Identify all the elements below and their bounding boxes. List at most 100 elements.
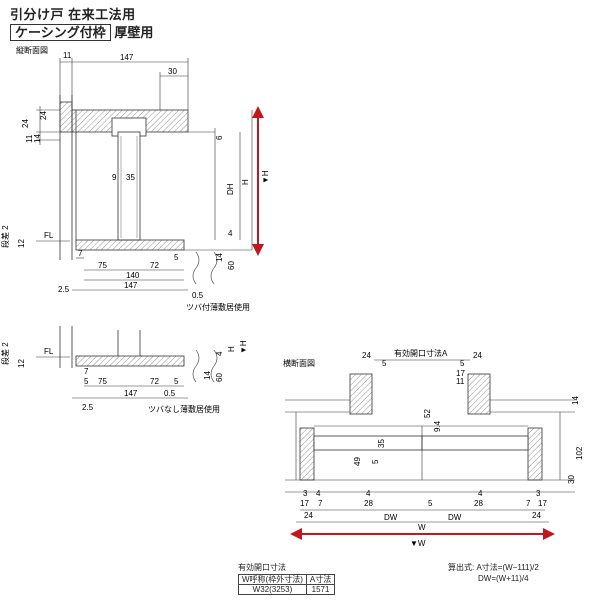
middle-walls xyxy=(59,326,141,368)
dim-30-top: 30 xyxy=(168,67,177,76)
plan-17a: 17 xyxy=(456,369,465,378)
mid-H: H xyxy=(227,346,236,352)
right-door-leaf xyxy=(421,435,529,451)
plan-30: 30 xyxy=(567,475,576,484)
opening-table: W呼称(枠外寸法) A寸法 W32(3253) 1571 xyxy=(238,574,336,595)
mid-step: 段差 2 xyxy=(0,342,10,365)
plan-24c: 24 xyxy=(304,511,313,520)
mid-7: 7 xyxy=(84,367,89,376)
mid-fl: FL xyxy=(44,347,54,356)
plan-5b: 5 xyxy=(460,359,465,368)
dim-35: 35 xyxy=(126,173,135,182)
mid-147: 147 xyxy=(124,389,138,398)
plan-9-4: 9.4 xyxy=(433,420,442,432)
plan-35: 35 xyxy=(377,439,386,448)
opening-label: 有効開口寸法A xyxy=(394,348,448,358)
dim-11-top: 11 xyxy=(63,51,72,60)
right-pocket xyxy=(527,427,543,481)
table-title: 有効開口寸法 xyxy=(238,563,286,572)
mid-H-mark: ▼H xyxy=(239,340,248,354)
dim-7: 7 xyxy=(78,249,83,258)
formula-line2: DW=(W+11)/4 xyxy=(478,574,529,583)
plan-4c: 4 xyxy=(478,489,483,498)
formula-block: 算出式: A寸法=(W−111)/2 DW=(W+11)/4 xyxy=(448,562,539,584)
title-boxed: ケーシング付枠 xyxy=(10,24,111,41)
table-cell-a: 1571 xyxy=(305,584,336,595)
plan-28b: 28 xyxy=(474,499,483,508)
dim-24a: 24 xyxy=(21,119,30,128)
mid-60: 60 xyxy=(215,373,224,382)
with-sill-label: ツバ付薄敷居使用 xyxy=(186,302,250,312)
plan-W-mark: ▼W xyxy=(410,539,426,548)
fl-label: FL xyxy=(44,231,54,240)
mid-2-5: 2.5 xyxy=(82,403,94,412)
dim-12: 12 xyxy=(17,239,26,248)
plan-3b: 3 xyxy=(536,489,541,498)
formula-line1: 算出式: A寸法=(W−111)/2 xyxy=(448,563,539,572)
plan-17b: 17 xyxy=(300,499,309,508)
mid-12: 12 xyxy=(17,359,26,368)
dim-147b: 147 xyxy=(124,281,138,290)
plan-28a: 28 xyxy=(364,499,373,508)
casing-top xyxy=(59,101,73,133)
left-jamb xyxy=(349,373,373,415)
left-dims-top xyxy=(36,106,60,145)
plan-DW1: DW xyxy=(384,513,398,522)
plan-7b: 7 xyxy=(526,499,531,508)
dim-11b: 11 xyxy=(25,134,34,143)
bottom-dims-top xyxy=(72,257,188,291)
dim-H-mark: ▼H xyxy=(261,170,270,184)
plan-102: 102 xyxy=(575,446,584,460)
dim-60: 60 xyxy=(227,261,236,270)
plan-24b: 24 xyxy=(473,351,482,360)
dim-140: 140 xyxy=(126,271,140,280)
dim-5: 5 xyxy=(174,253,179,262)
mid-5a: 5 xyxy=(84,377,89,386)
without-sill-label: ツバなし薄敷居使用 xyxy=(148,404,220,414)
dim-2-5: 2.5 xyxy=(58,285,70,294)
left-pocket xyxy=(299,427,315,481)
sill-with-flange xyxy=(75,239,185,251)
plan-4b: 4 xyxy=(366,489,371,498)
table-header-w: W呼称(枠外寸法) xyxy=(238,574,307,585)
top-dim-lines xyxy=(59,58,189,110)
dim-H: H xyxy=(241,179,250,185)
plan-dim-lines xyxy=(296,509,549,523)
table-header-a: A寸法 xyxy=(305,574,336,585)
plan-14: 14 xyxy=(571,396,580,405)
plan-3a: 3 xyxy=(303,489,308,498)
dim-14b: 14 xyxy=(215,253,224,262)
dim-24b: 24 xyxy=(39,111,48,120)
plan-4a: 4 xyxy=(316,489,321,498)
mid-5b: 5 xyxy=(174,377,179,386)
mid-4: 4 xyxy=(215,351,224,356)
horizontal-section-label: 横断面図 xyxy=(283,358,315,368)
plan-wall xyxy=(285,399,575,493)
mid-0-5: 0.5 xyxy=(164,389,176,398)
plan-5d: 5 xyxy=(428,499,433,508)
plan-11: 11 xyxy=(456,377,465,386)
plan-24d: 24 xyxy=(532,511,541,520)
dim-DH: DH xyxy=(226,183,235,195)
mid-72: 72 xyxy=(150,377,159,386)
door-panel xyxy=(117,131,141,241)
table-row: W32(3253) 1571 xyxy=(238,584,336,595)
plan-W: W xyxy=(418,523,426,532)
right-jamb xyxy=(467,373,491,415)
plan-7a: 7 xyxy=(318,499,323,508)
dim-0-5: 0.5 xyxy=(192,291,204,300)
title-rest: 厚壁用 xyxy=(114,25,154,40)
left-door-leaf xyxy=(313,435,423,451)
plan-5a: 5 xyxy=(382,359,387,368)
table-cell-w: W32(3253) xyxy=(238,584,307,595)
sill-no-flange xyxy=(75,355,185,367)
dim-14: 14 xyxy=(33,134,42,143)
plan-DW2: DW xyxy=(448,513,462,522)
plan-49: 49 xyxy=(353,457,362,466)
plan-52: 52 xyxy=(423,409,432,418)
mid-14: 14 xyxy=(203,371,212,380)
dim-6: 6 xyxy=(215,135,224,140)
step-label: 段差 2 xyxy=(0,225,10,248)
dim-9: 9 xyxy=(112,173,117,182)
dim-72: 72 xyxy=(150,261,159,270)
